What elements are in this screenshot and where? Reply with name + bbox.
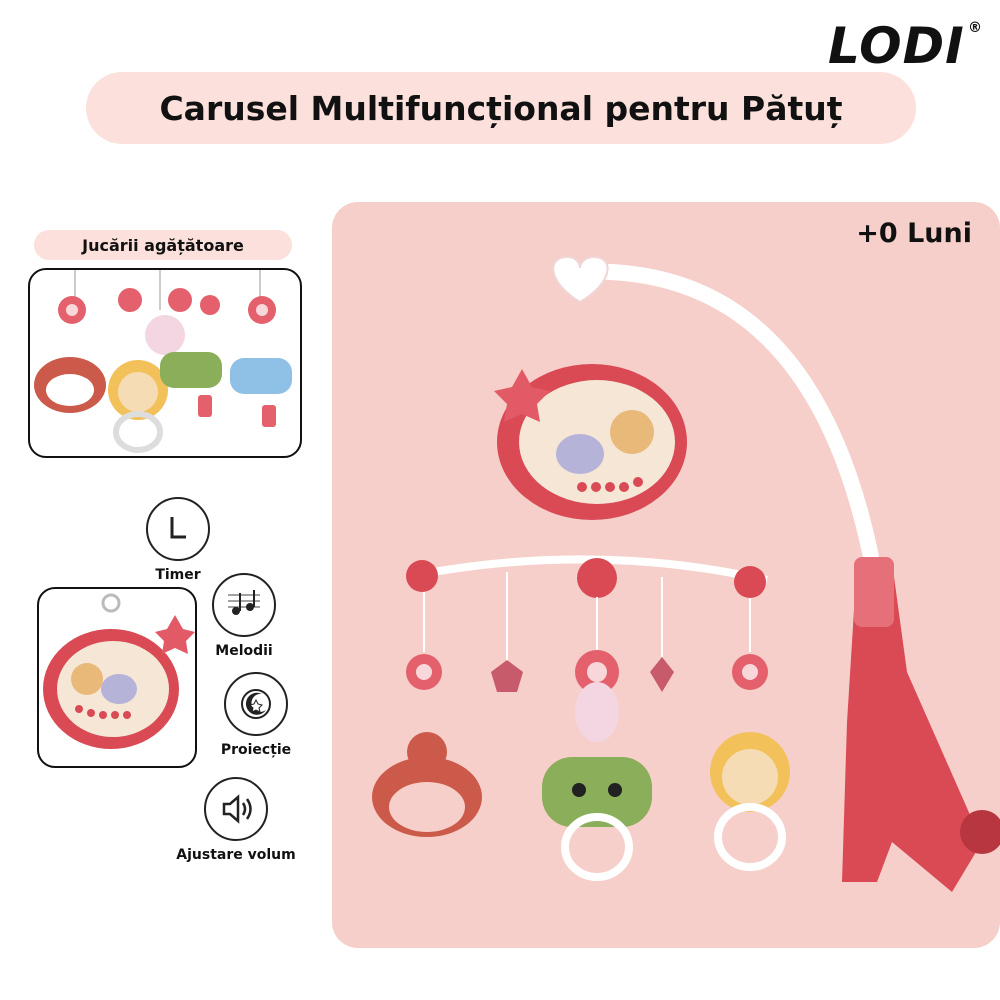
projector-photo	[37, 587, 197, 768]
feature-label: Ajustare volum	[176, 847, 296, 863]
music-notes-icon	[212, 573, 276, 637]
page-title: Carusel Multifuncțional pentru Pătuț	[159, 88, 843, 128]
hanging-toys-photo	[28, 268, 302, 458]
hanging-toys-label: Jucării agățătoare	[82, 235, 244, 255]
crib-mobile-illustration	[372, 255, 1000, 892]
product-hero-image: +0 Luni	[332, 202, 1000, 948]
brand-logo: LODI ®	[828, 18, 988, 78]
feature-label: Timer	[155, 567, 201, 583]
feature-label: Melodii	[215, 643, 273, 659]
feature-volume: Ajustare volum	[176, 777, 296, 863]
hanging-toys-illustration	[34, 270, 292, 453]
brand-name: LODI	[828, 17, 965, 75]
feature-melodies: Melodii	[184, 573, 304, 659]
projector-illustration	[43, 593, 195, 749]
hanging-toys-label-pill: Jucării agățătoare	[34, 230, 292, 260]
age-badge: +0 Luni	[856, 218, 972, 249]
title-banner: Carusel Multifuncțional pentru Pătuț	[86, 72, 916, 144]
registered-mark: ®	[968, 20, 982, 36]
feature-timer: Timer	[118, 497, 238, 583]
clock-icon	[146, 497, 210, 561]
speaker-icon	[204, 777, 268, 841]
feature-label: Proiecție	[220, 742, 292, 758]
feature-projection: Proiecție	[196, 672, 316, 758]
moon-star-icon	[224, 672, 288, 736]
